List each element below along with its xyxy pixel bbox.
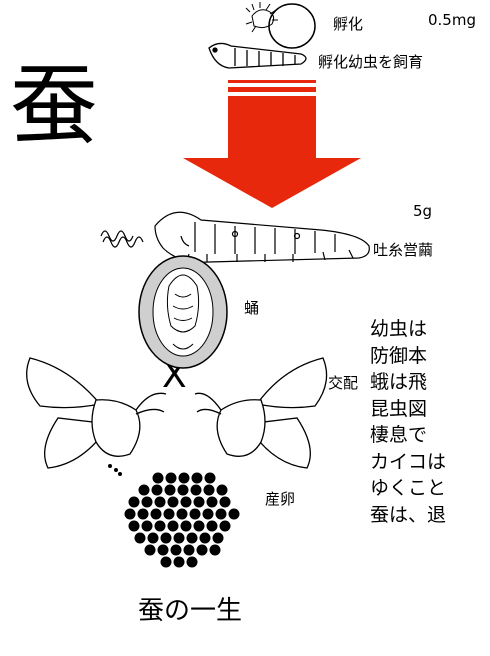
raising-label: 孵化幼虫を飼育 [318,51,423,72]
egg-dot [155,497,166,508]
egg-dot [145,545,156,556]
egg-dot [216,509,227,520]
body-text-line: 蛾は飛 [370,369,490,396]
egg-dot [129,521,140,532]
egg-dot [187,533,198,544]
hatchling-icon [205,36,315,72]
body-text-line: 昆虫図 [370,396,490,423]
egg-dot [158,545,169,556]
pupa-label: 蛹 [244,297,259,318]
egg-dot [178,485,189,496]
egg-dot [155,521,166,532]
egg-dot [139,485,150,496]
egg-dot [168,497,179,508]
egg-dot [220,497,231,508]
egg-dot [229,509,240,520]
egg-dot [166,473,177,484]
body-text-line: 蚕は、退 [370,502,490,529]
spinning-label: 吐糸営繭 [373,239,433,260]
egg-dot [174,533,185,544]
egg-dot [174,557,185,568]
egg-dot [129,497,140,508]
egg-dot [213,533,224,544]
body-text-line: 防御本 [370,343,490,370]
egg-dot [205,473,216,484]
egg-dot [161,557,172,568]
egg-dot [207,497,218,508]
arrow-down-icon [183,80,363,210]
title-kanji: 蚕 [10,62,98,150]
hatch-weight-label: 0.5mg [428,11,476,29]
egg-dot [181,497,192,508]
egg-dot [164,509,175,520]
egg-dot [184,545,195,556]
egg-dot [153,473,164,484]
egg-dot [220,521,231,532]
egg-dot [151,509,162,520]
egg-dot [190,509,201,520]
egg-dot [192,473,203,484]
egg-cluster-icon [118,470,258,570]
egg-dot [142,521,153,532]
egg-dot [197,545,208,556]
egg-dot [191,485,202,496]
egg-dot [200,533,211,544]
egg-dot [152,485,163,496]
egg-dot [204,485,215,496]
egg-dot [142,497,153,508]
moth-icon [193,348,343,478]
egg-dot [187,557,198,568]
body-text-line: 幼虫は [370,316,490,343]
larva-weight-label: 5g [413,202,432,220]
egg-dot [203,509,214,520]
egg-dot [161,533,172,544]
egg-dot [165,485,176,496]
egg-dot [217,485,228,496]
egg-dot [181,521,192,532]
egg-dot [177,509,188,520]
hatch-label: 孵化 [333,13,363,34]
body-text-block: 幼虫は防御本蛾は飛昆虫図棲息でカイコはゆくこと蚕は、退 [370,316,490,656]
body-text-line: 棲息で [370,422,490,449]
egg-dot [210,545,221,556]
egg-dot [194,521,205,532]
egg-dot [168,521,179,532]
egg-dot [207,521,218,532]
caption: 蚕の一生 [138,590,242,627]
egg-dot [125,509,136,520]
egg-dot [148,533,159,544]
body-text-line: ゆくこと [370,475,490,502]
egg-dot [135,533,146,544]
eggs-label: 産卵 [265,488,295,509]
egg-dot [179,473,190,484]
egg-dot [171,545,182,556]
egg-dot [194,497,205,508]
egg-dot [138,509,149,520]
moth-icon [10,348,170,478]
body-text-line: カイコは [370,449,490,476]
